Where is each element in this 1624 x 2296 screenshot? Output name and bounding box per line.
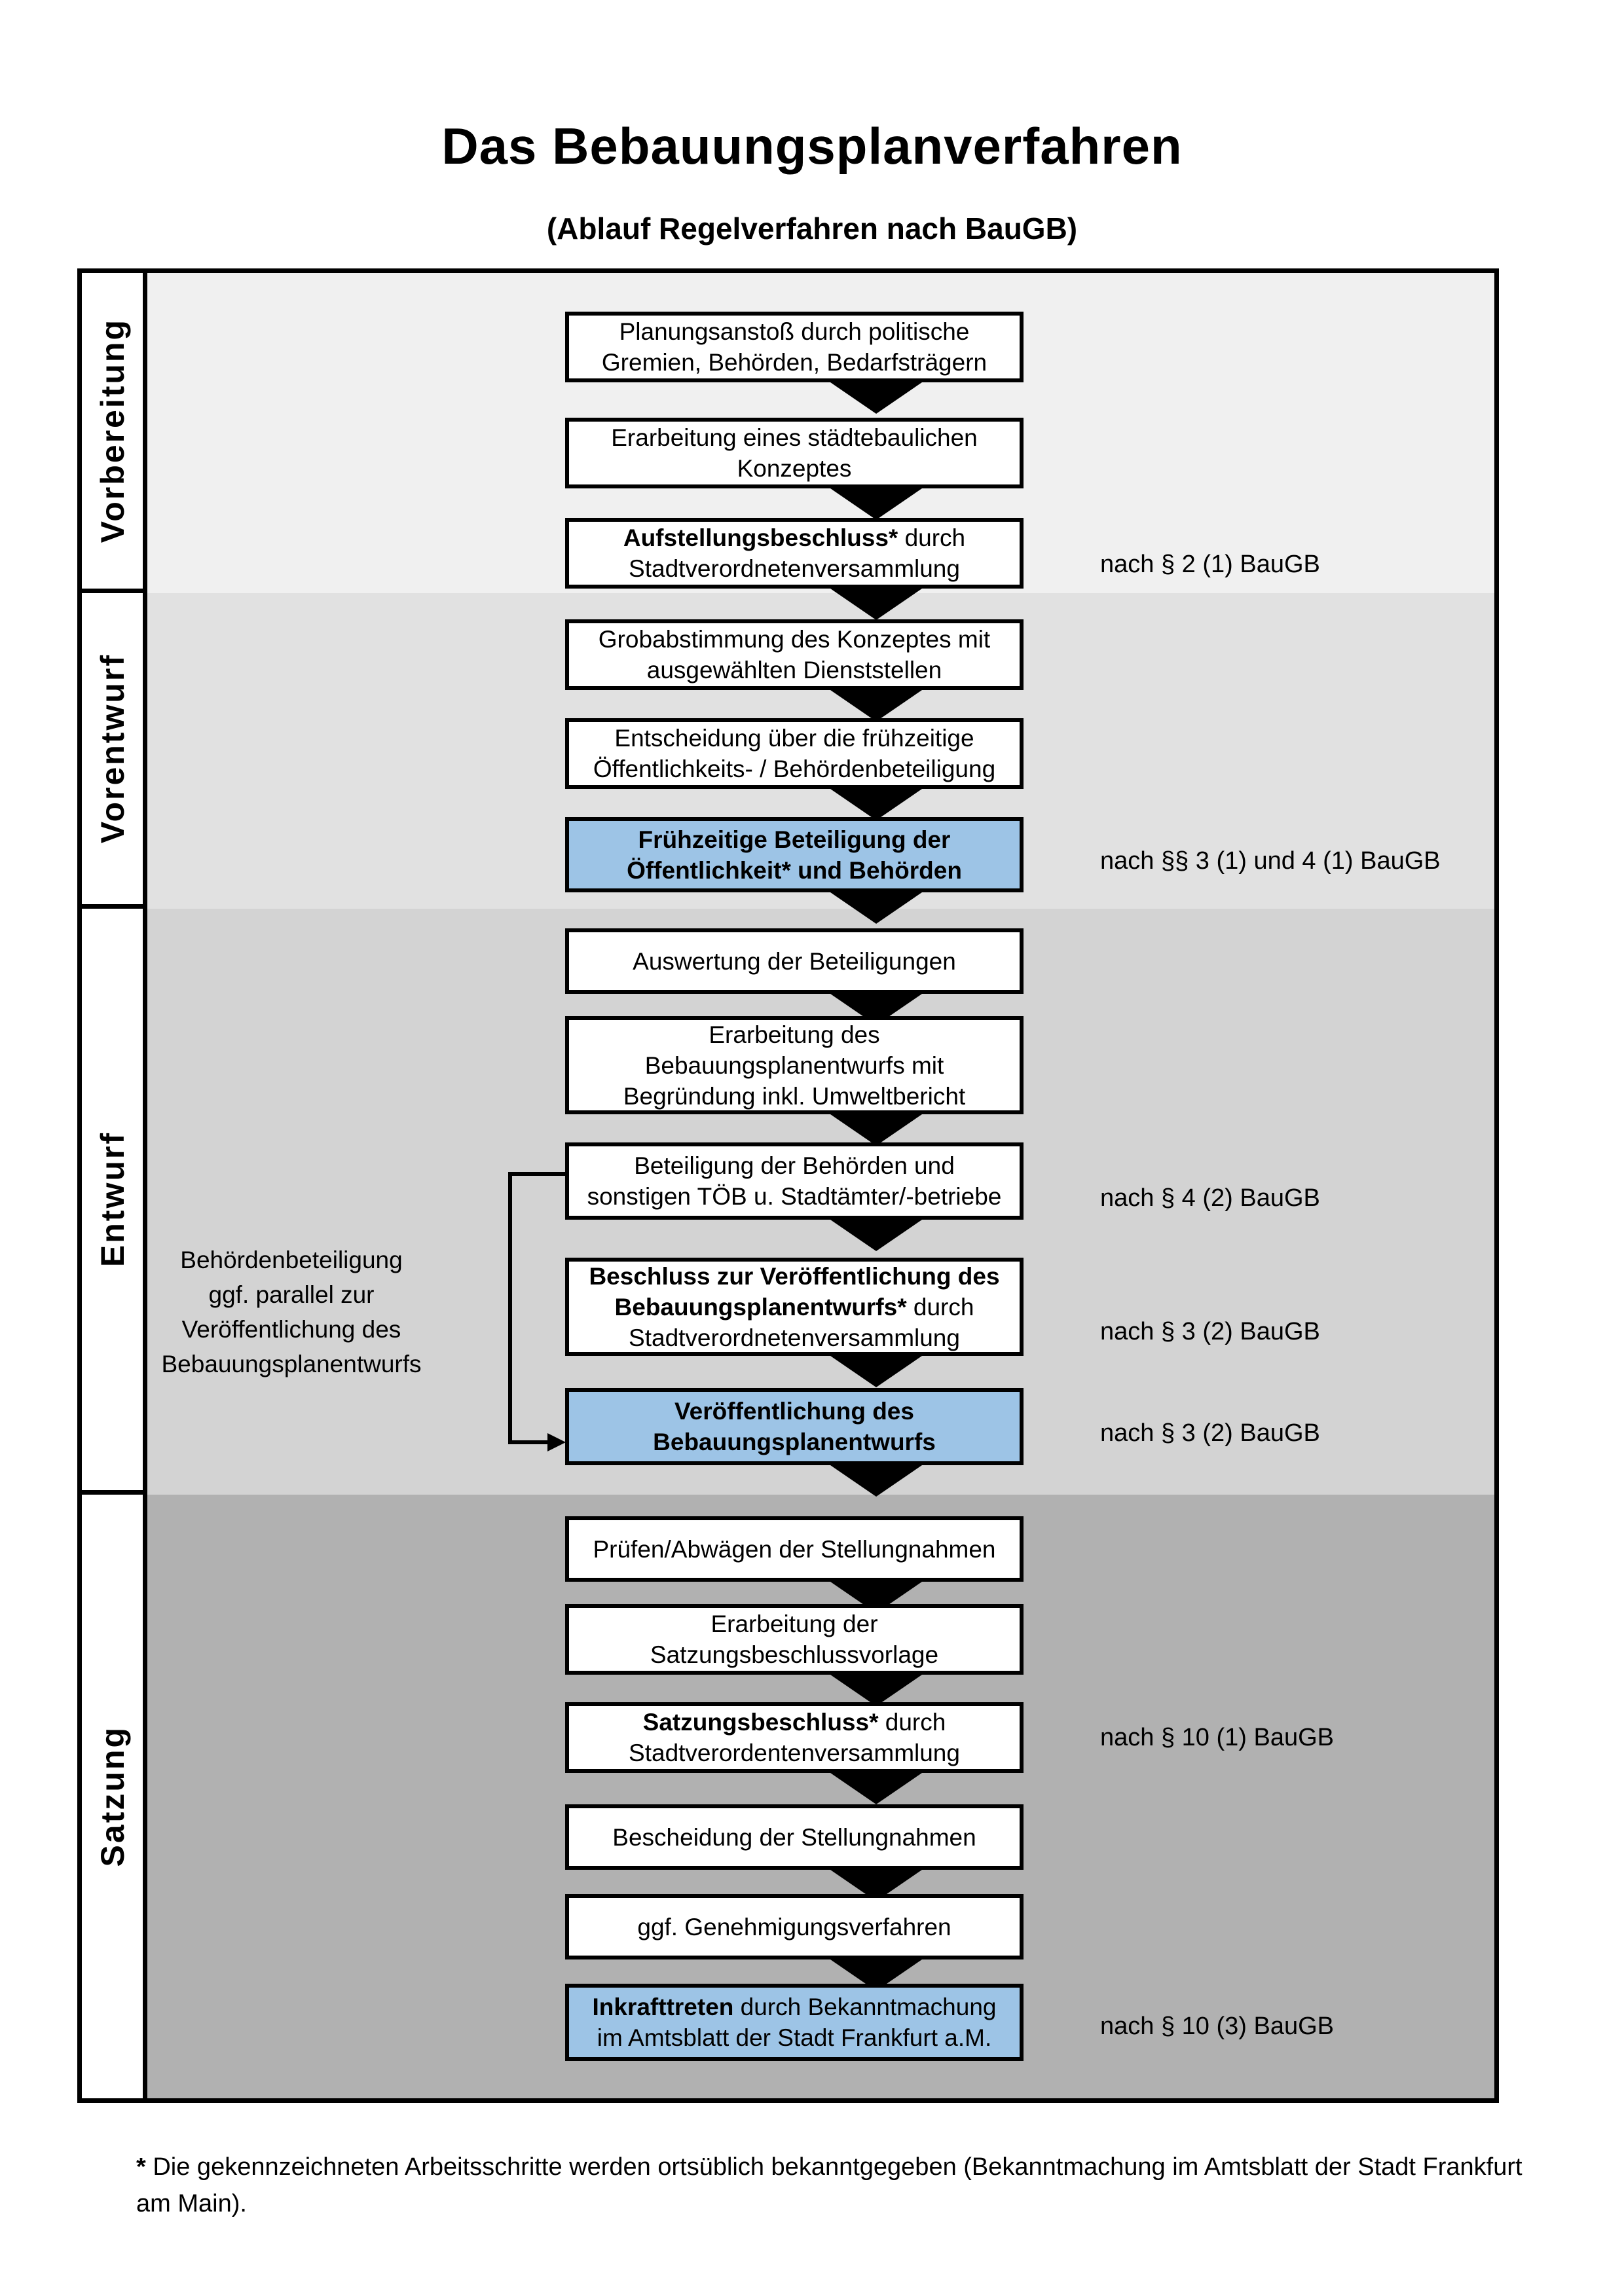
process-box-konzept: Erarbeitung eines städtebaulichen Konzep… [565,418,1024,488]
page-subtitle: (Ablauf Regelverfahren nach BauGB) [546,211,1078,246]
flowchart-frame: Vorbereitung Vorentwurf Entwurf Satzung … [77,268,1499,2103]
bracket-connector-line [508,1172,565,1176]
process-box-satzungsbeschluss: Satzungsbeschluss* durch Stadtverordente… [565,1702,1024,1773]
down-arrow-icon [830,1773,922,1804]
phase-label-vorbereitung: Vorbereitung [94,318,131,543]
flowchart: Vorbereitung Vorentwurf Entwurf Satzung … [82,273,1494,2098]
process-box-auswertung: Auswertung der Beteiligungen [565,928,1024,994]
process-box-grobabstimmung: Grobabstimmung des Konzeptes mit ausgewä… [565,619,1024,690]
phase-label-satzung: Satzung [94,1726,131,1867]
legal-reference: nach § 10 (3) BauGB [1100,2013,1334,2040]
down-arrow-icon [830,1220,922,1251]
process-box-beschluss-veroeffentlichung: Beschluss zur Veröffentlichung des Bebau… [565,1258,1024,1356]
down-arrow-icon [830,1675,922,1706]
down-arrow-icon [830,382,922,414]
footnote: * Die gekennzeichneten Arbeitsschritte w… [136,2149,1538,2222]
process-box-bescheidung: Bescheidung der Stellungnahmen [565,1804,1024,1870]
legal-reference: nach §§ 3 (1) und 4 (1) BauGB [1100,847,1441,875]
footnote-text: Die gekennzeichneten Arbeitsschritte wer… [136,2153,1522,2217]
bracket-connector-line [508,1440,547,1444]
phase-label-entwurf: Entwurf [94,1131,131,1267]
sidebar-cell-vorentwurf: Vorentwurf [82,593,147,909]
sidebar-cell-entwurf: Entwurf [82,909,147,1495]
sidebar-cell-vorbereitung: Vorbereitung [82,273,147,593]
process-box-veroeffentlichung: Veröffentlichung des Bebauungsplanentwur… [565,1388,1024,1465]
process-box-fruehzeitige-beteiligung: Frühzeitige Beteiligung der Öffentlichke… [565,817,1024,892]
legal-reference: nach § 2 (1) BauGB [1100,551,1320,578]
down-arrow-icon [830,1465,922,1497]
down-arrow-icon [830,488,922,520]
process-box-planungsanstoss: Planungsanstoß durch politische Gremien,… [565,312,1024,382]
bracket-connector-line [508,1172,512,1444]
legal-reference: nach § 3 (2) BauGB [1100,1419,1320,1447]
process-box-satzungsbeschlussvorlage: Erarbeitung der Satzungsbeschlussvorlage [565,1604,1024,1675]
process-box-pruefen-abwaegen: Prüfen/Abwägen der Stellungnahmen [565,1516,1024,1582]
footnote-marker: * [136,2153,146,2181]
down-arrow-icon [830,892,922,924]
legal-reference: nach § 4 (2) BauGB [1100,1184,1320,1212]
process-box-aufstellungsbeschluss: Aufstellungsbeschluss* durch Stadtverord… [565,518,1024,589]
phase-label-vorentwurf: Vorentwurf [94,653,131,844]
down-arrow-icon [830,690,922,721]
process-box-entscheidung-beteiligung: Entscheidung über die frühzeitige Öffent… [565,718,1024,789]
side-note-behoerdenbeteiligung: Behördenbeteiligung ggf. parallel zur Ve… [161,1247,422,1377]
process-box-behoerdenbeteiligung: Beteiligung der Behörden und sonstigen T… [565,1142,1024,1220]
arrow-right-icon [547,1433,566,1451]
process-box-erarbeitung-entwurf: Erarbeitung des Bebauungsplanentwurfs mi… [565,1016,1024,1114]
process-box-inkrafttreten: Inkrafttreten durch Bekanntmachung im Am… [565,1984,1024,2061]
legal-reference: nach § 10 (1) BauGB [1100,1724,1334,1751]
page-title: Das Bebauungsplanverfahren [441,117,1183,175]
down-arrow-icon [830,589,922,620]
down-arrow-icon [830,1356,922,1387]
process-box-genehmigungsverfahren: ggf. Genehmigungsverfahren [565,1894,1024,1959]
down-arrow-icon [830,789,922,820]
legal-reference: nach § 3 (2) BauGB [1100,1318,1320,1345]
sidebar-cell-satzung: Satzung [82,1495,147,2098]
down-arrow-icon [830,1114,922,1146]
